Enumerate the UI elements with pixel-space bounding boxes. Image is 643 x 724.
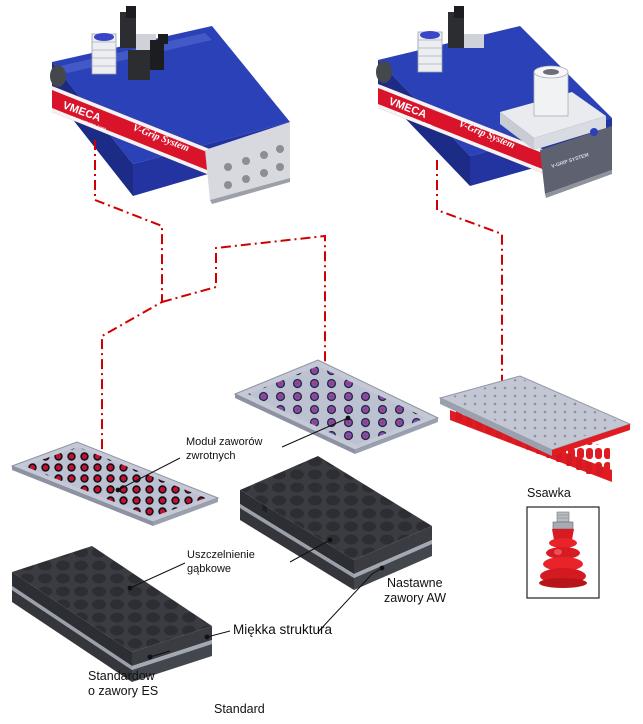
check-valve-module-plate [10,441,220,526]
label-standard-es-line1: Standardow [88,669,155,683]
adjustable-foam-block [240,456,432,590]
leader-soft-structure [206,630,231,638]
left-vacuum-gripper: VMECA www.vmeca.com V-Grip System [50,6,290,204]
label-valve-module-line2: zwrotnych [186,450,236,462]
label-suction-cup: Ssawka [527,486,571,500]
standard-foam-block [12,546,212,682]
label-adjustable-line2: zawory AW [384,591,447,605]
label-soft-structure: Miękka struktura [233,622,333,637]
leader-standard-es [149,650,171,658]
right-gripper-band [378,84,550,176]
label-leaders [117,417,383,658]
leader-adjustable-valves [317,567,383,633]
leader-dot-blue-plate [345,415,351,421]
label-valve-module-line1: Moduł zaworów [186,436,263,448]
label-adjustable-line1: Nastawne [387,576,443,590]
leader-left-to-valve-module [94,140,163,490]
leader-dot-red-plate [115,487,121,493]
connection-leaders [94,140,503,490]
leader-right-to-cup-plate [436,160,503,398]
leader-valve-to-red-plate [117,457,181,491]
leader-valve-to-blue-plate [281,417,349,448]
right-vacuum-gripper: VMECA www.vmeca.com V-Grip System V-GRIP… [376,6,612,198]
leader-dot-sponge-left [127,585,133,591]
leader-dot-standard-es [147,654,153,660]
suction-cup-plate [438,375,632,482]
leader-sponge-to-middle [289,539,331,563]
leader-dot-sponge-middle [327,537,333,543]
label-sponge-seal-line2: gąbkowe [187,563,232,575]
leader-left-to-check-valves [161,234,326,412]
blue-check-valve-plate [233,359,440,454]
leader-sponge-to-left [129,562,186,589]
label-standard-es-line2: o zawory ES [88,684,159,698]
suction-cup-inset [526,506,600,599]
left-gripper-band [52,86,212,176]
label-standard: Standard [214,702,265,716]
label-sponge-seal-line1: Uszczelnienie [187,549,255,561]
leader-dot-soft-structure [204,634,210,640]
leader-dot-adjustable [379,565,385,571]
